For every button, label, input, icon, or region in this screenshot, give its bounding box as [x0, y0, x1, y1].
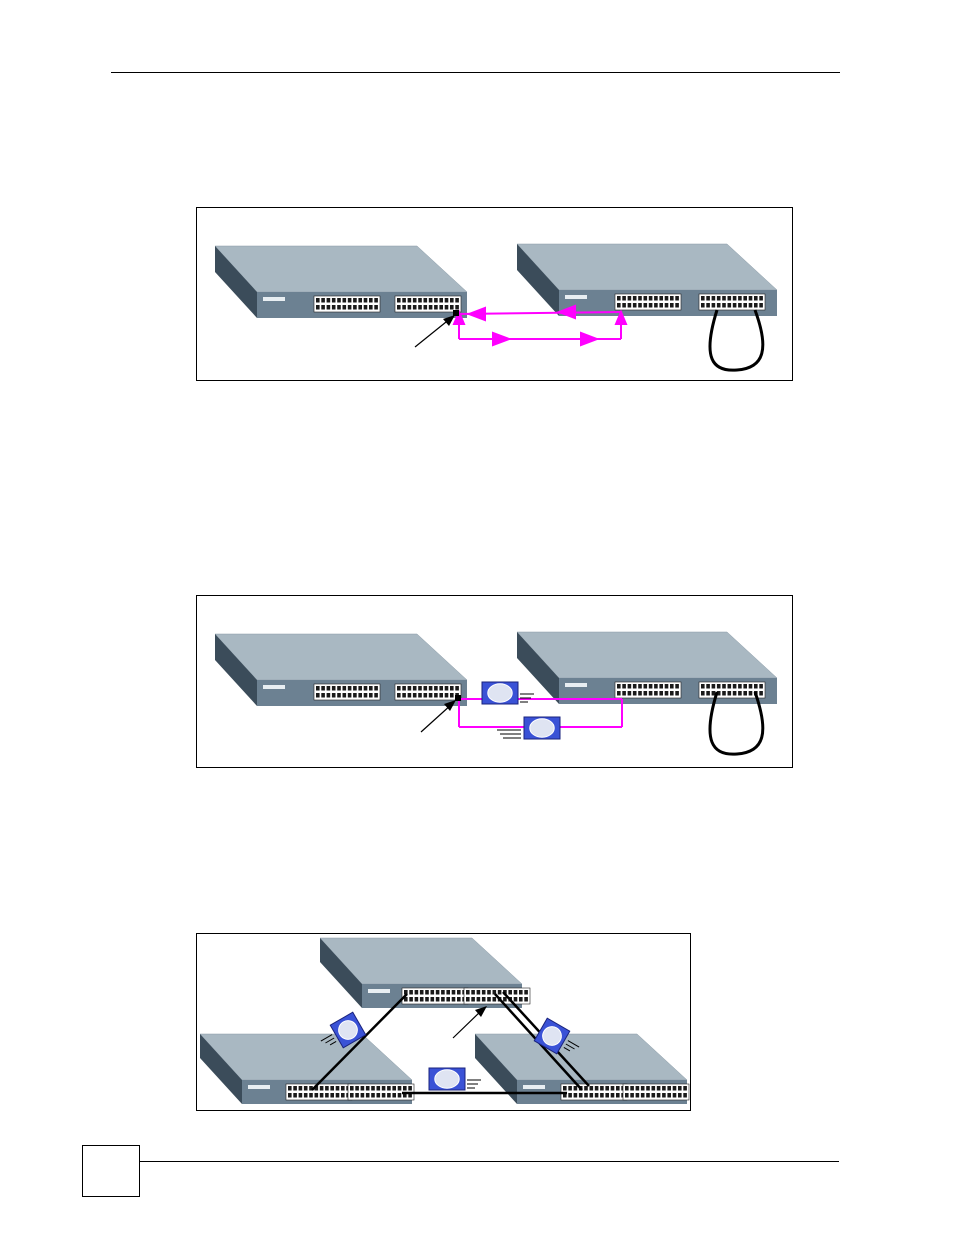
switch-left: [200, 1034, 414, 1104]
loop-cable: [710, 310, 763, 370]
figure-loop-probe-packets: [196, 595, 793, 768]
arrow-left-icon: [469, 308, 485, 320]
switch-b: [517, 244, 777, 316]
arrow-right-icon: [493, 333, 509, 345]
page-number-box: [82, 1145, 140, 1197]
figure-triangle-loop: [196, 933, 691, 1111]
switch-logo: [248, 1085, 270, 1089]
figure-2-canvas: [197, 596, 792, 767]
header-rule: [111, 72, 840, 73]
switch-logo: [263, 297, 285, 301]
port-pointer-arrow: [453, 1006, 487, 1038]
switch-a: [215, 246, 467, 318]
switch-logo: [368, 989, 390, 993]
switch-logo: [523, 1085, 545, 1089]
figure-3-canvas: [197, 934, 690, 1110]
loop-links: [454, 306, 626, 345]
packet-icon: [482, 682, 534, 704]
switch-logo: [565, 683, 587, 687]
arrow-right-icon: [581, 333, 597, 345]
switch-a: [215, 634, 467, 706]
footer-rule: [82, 1161, 839, 1162]
switch-b: [517, 632, 777, 704]
figure-loop-detection: [196, 207, 793, 381]
switch-logo: [565, 295, 587, 299]
packet-icon: [429, 1068, 481, 1090]
switch-logo: [263, 685, 285, 689]
figure-1-canvas: [197, 208, 792, 380]
